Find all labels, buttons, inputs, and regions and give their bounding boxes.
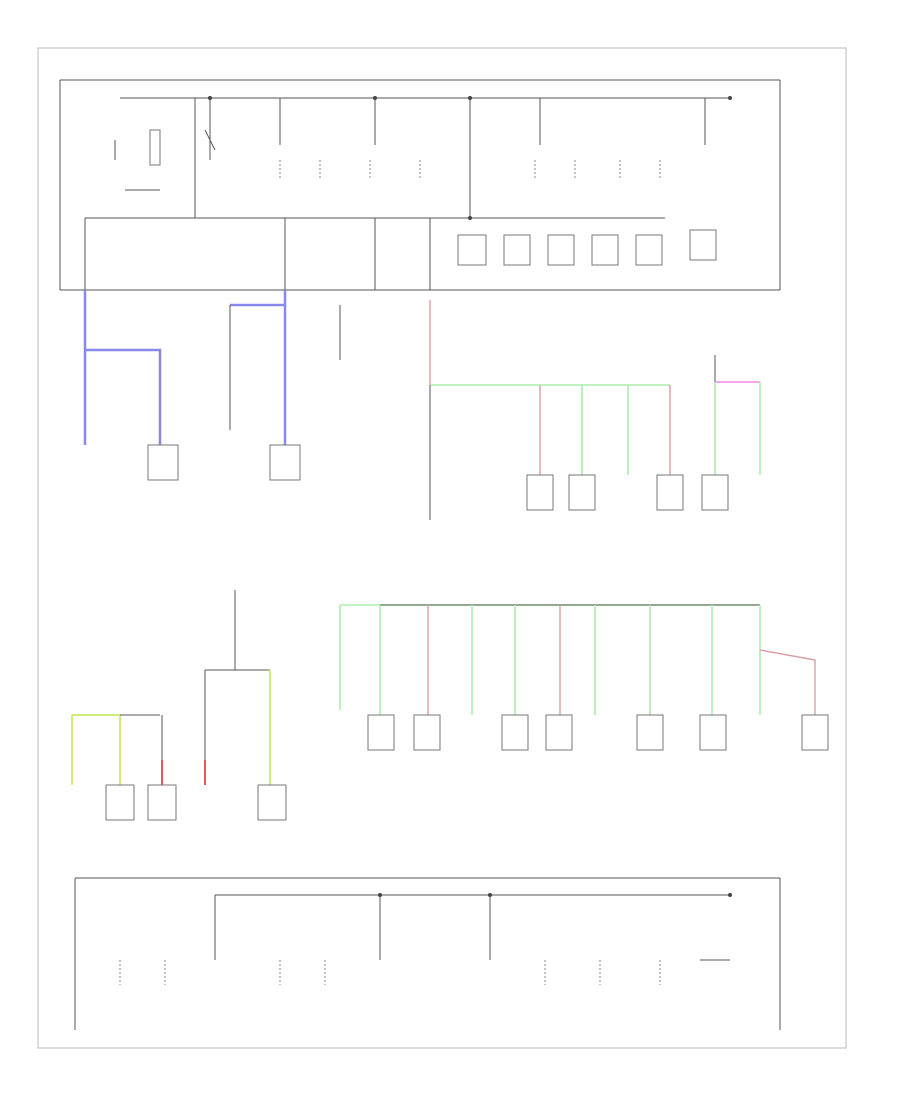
connector-box-icon	[568, 474, 596, 511]
splice-dot-icon	[728, 893, 732, 897]
connector-box-icon	[701, 474, 729, 511]
connector-box-icon	[656, 474, 684, 511]
bottom-fuse-panel	[74, 877, 781, 1030]
connector-box-icon	[526, 474, 554, 511]
top-connector-stubs	[279, 160, 661, 180]
diagram-frame	[37, 47, 847, 1049]
connector-box-icon	[105, 784, 135, 821]
top-connector-boxes	[457, 229, 717, 266]
top-fuse-panel	[59, 79, 781, 291]
middle-harness	[229, 290, 341, 481]
connector-box-icon	[699, 714, 727, 751]
splice-dot-icon	[378, 893, 382, 897]
connector-box-icon	[147, 444, 179, 481]
connector-box-icon	[636, 714, 664, 751]
splice-dot-icon	[373, 96, 377, 100]
connector-box-icon	[501, 714, 529, 751]
connector-box-icon	[591, 234, 619, 266]
connector-box-icon	[257, 784, 287, 821]
left-harness	[83, 290, 179, 481]
connector-box-icon	[547, 234, 575, 266]
connector-box-icon	[545, 714, 573, 751]
connector-box-icon	[801, 714, 829, 751]
connector-box-icon	[503, 234, 531, 266]
connector-box-icon	[689, 229, 717, 261]
connector-box-icon	[413, 714, 441, 751]
connector-box-icon	[635, 234, 663, 266]
splice-dot-icon	[488, 893, 492, 897]
splice-dot-icon	[468, 96, 472, 100]
fuse-icon	[149, 129, 161, 166]
connector-box-icon	[269, 444, 301, 481]
switch-icon	[204, 129, 216, 151]
connector-box-icon	[147, 784, 177, 821]
lower-right-harness	[339, 604, 829, 751]
connector-box-icon	[367, 714, 395, 751]
splice-dot-icon	[728, 96, 732, 100]
lower-left-harness	[71, 590, 287, 821]
connector-box-icon	[457, 234, 487, 266]
center-harness	[429, 300, 761, 520]
splice-dot-icon	[208, 96, 212, 100]
splice-dot-icon	[468, 216, 472, 220]
